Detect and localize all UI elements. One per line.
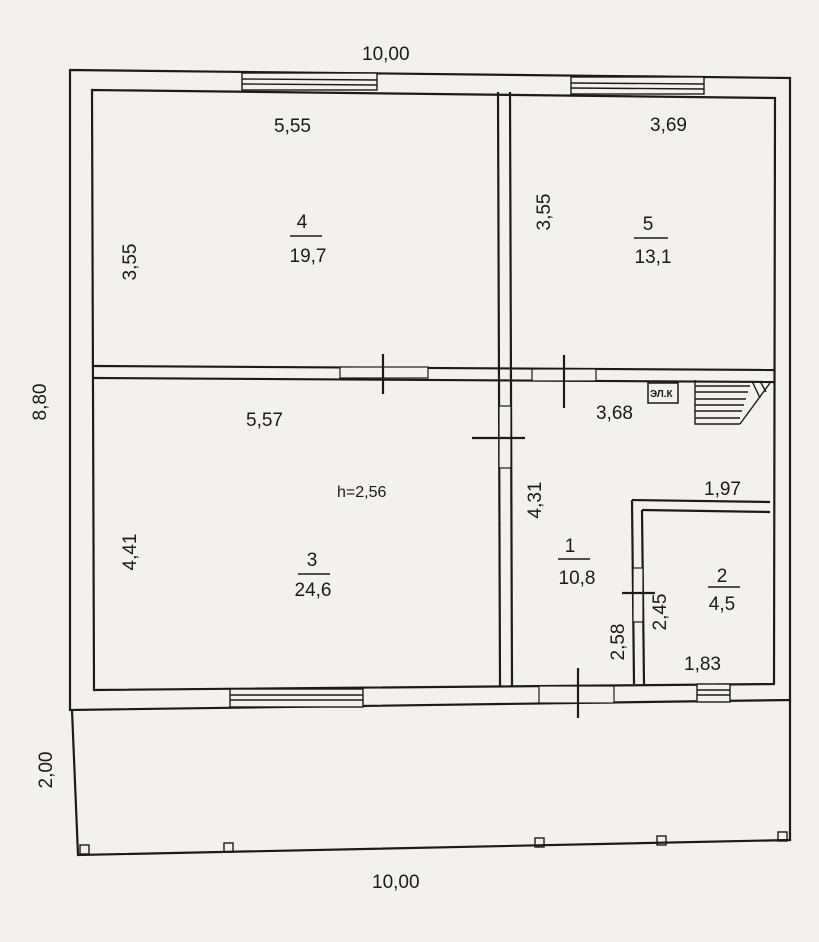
window-room2 — [696, 683, 731, 703]
window-room3 — [229, 688, 364, 708]
room5-number: 5 — [643, 214, 654, 235]
room2-area: 4,5 — [709, 594, 735, 615]
room3-width: 5,57 — [246, 410, 283, 431]
electrical-panel: ЭЛ.К — [647, 382, 679, 404]
staircase — [694, 380, 771, 425]
overall-bottom-width: 10,00 — [372, 872, 420, 893]
terrace-post — [223, 842, 234, 853]
outer-walls — [68, 68, 792, 712]
room1-width: 3,68 — [596, 403, 633, 424]
room-2: 2 4,5 2,45 1,83 — [650, 566, 740, 675]
room5-area: 13,1 — [635, 247, 672, 268]
windows — [229, 72, 731, 708]
room-5: 3,69 3,55 5 13,1 — [534, 115, 687, 268]
room2-width: 1,83 — [684, 654, 721, 675]
room1-number: 1 — [565, 536, 576, 557]
overall-left-height: 8,80 — [30, 384, 51, 421]
overall-top-width: 10,00 — [362, 44, 410, 65]
electrical-panel-label: ЭЛ.К — [650, 389, 674, 400]
room2-height: 2,45 — [650, 594, 671, 631]
room-1: 3,68 4,31 1 10,8 2,58 1,97 — [525, 403, 741, 660]
room3-height: 4,41 — [120, 534, 141, 571]
terrace-post — [656, 835, 667, 846]
ceiling-height: h=2,56 — [337, 484, 386, 501]
terrace-post — [79, 844, 90, 855]
room-3: 5,57 4,41 h=2,56 3 24,6 — [120, 410, 386, 601]
room2-top-width: 1,97 — [704, 479, 741, 500]
corridor-height: 2,58 — [608, 624, 629, 661]
window-room5 — [570, 76, 705, 95]
room3-number: 3 — [307, 550, 318, 571]
terrace — [70, 700, 792, 857]
room5-width: 3,69 — [650, 115, 687, 136]
room4-number: 4 — [297, 212, 308, 233]
room5-height: 3,55 — [534, 194, 555, 231]
terrace-post — [777, 831, 788, 842]
room4-height: 3,55 — [120, 244, 141, 281]
room4-area: 19,7 — [290, 246, 327, 267]
room-4: 5,55 3,55 4 19,7 — [120, 116, 326, 280]
doors — [339, 354, 655, 718]
entrance-door — [538, 685, 615, 704]
room4-width: 5,55 — [274, 116, 311, 137]
room3-area: 24,6 — [295, 580, 332, 601]
interior-walls — [93, 91, 776, 687]
window-room4 — [241, 72, 378, 91]
room1-height: 4,31 — [525, 482, 546, 519]
terrace-depth: 2,00 — [36, 752, 57, 789]
terrace-post — [534, 837, 545, 848]
room1-area: 10,8 — [559, 568, 596, 589]
room2-number: 2 — [717, 566, 728, 587]
door-room2 — [632, 567, 644, 623]
